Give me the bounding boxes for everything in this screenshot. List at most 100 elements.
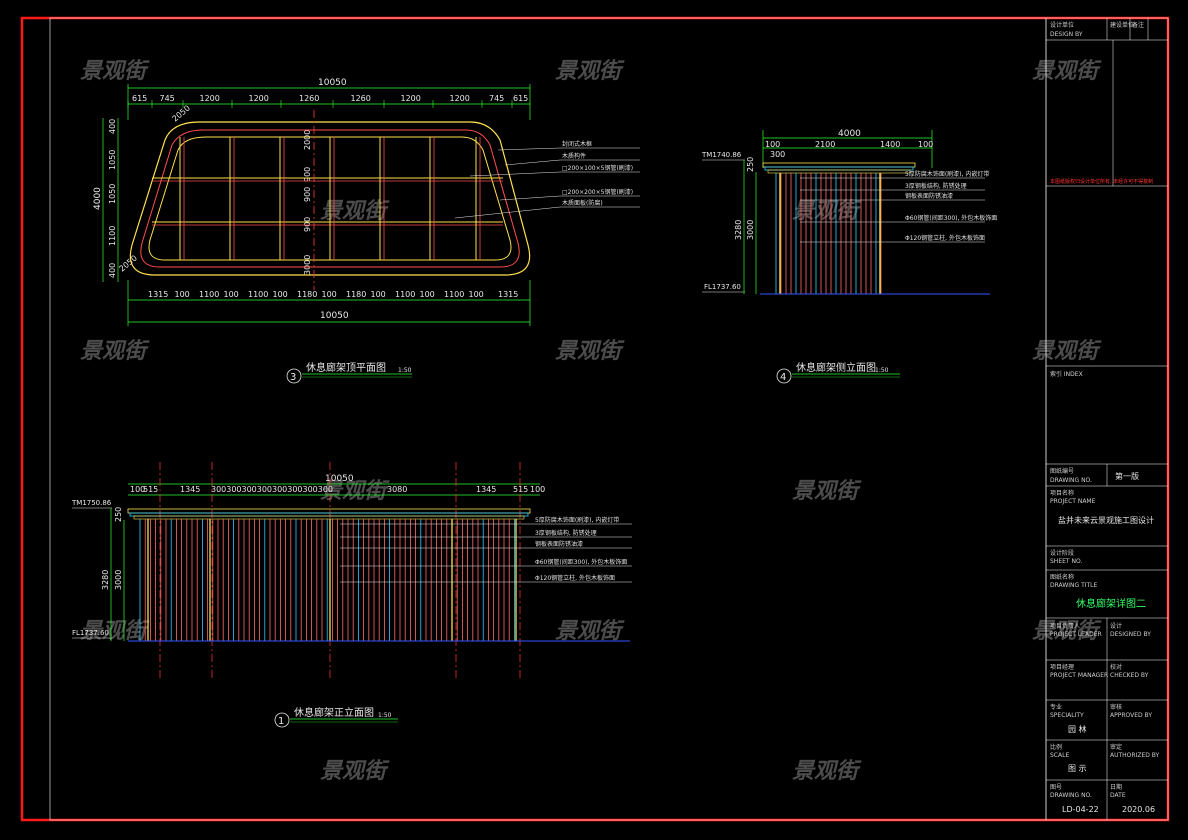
side-sub-dim: 2100 — [815, 140, 835, 149]
side-view-number: 4 — [780, 372, 786, 383]
tb-approve-label: 审定 — [1110, 743, 1122, 751]
front-sub-dim: 515 — [143, 485, 158, 494]
front-elevation-view: 10050 100 515 1345 300300300300300300300… — [71, 462, 632, 728]
plan-view-title: 休息廊架顶平面图 — [306, 361, 386, 374]
plan-bottom-dim: 1100 — [444, 290, 464, 299]
plan-center-dim: 900 — [303, 217, 312, 232]
plan-center-dim: 3000 — [303, 255, 312, 275]
plan-overall-dim-top: 10050 — [318, 78, 347, 88]
tb-note: 备注 — [1132, 21, 1144, 29]
tb-index-label: 索引 INDEX — [1050, 370, 1083, 378]
plan-top-dim: 615 — [132, 94, 147, 103]
plan-center-dim: 2000 — [303, 130, 312, 150]
plan-top-dim: 745 — [489, 94, 504, 103]
front-view-title: 休息廊架正立面图 — [294, 706, 374, 719]
tb-sheet-en: SHEET NO. — [1050, 558, 1082, 565]
side-height-dim: 3000 — [746, 220, 755, 240]
front-view-number: 1 — [278, 716, 284, 727]
front-overall-dim: 10050 — [325, 474, 354, 484]
plan-bottom-dim: 100 — [175, 290, 190, 299]
front-callout: Φ60钢管(间距300), 外包木板饰面 — [535, 558, 627, 566]
watermark: 景观街 — [80, 59, 150, 84]
plan-bottom-dim: 1100 — [395, 290, 415, 299]
tb-drawing-no-label: 图纸编号 — [1050, 467, 1074, 475]
tb-sheet-label: 设计阶段 — [1050, 549, 1074, 557]
plan-bottom-dim: 1180 — [297, 290, 317, 299]
watermark: 景观街 — [320, 759, 390, 784]
tb-date-value: 2020.06 — [1122, 805, 1155, 814]
tb-pm-label: 项目经理 — [1050, 663, 1074, 671]
tb-design-label: 设计 — [1110, 622, 1122, 630]
tb-check-label: 校对 — [1110, 663, 1122, 671]
tb-client: 建设单位 — [1110, 21, 1134, 29]
side-overall-dim: 4000 — [838, 129, 861, 139]
watermark: 景观街 — [1032, 619, 1102, 644]
plan-center-dim: 900 — [303, 187, 312, 202]
side-sub-dim: 100 — [765, 140, 780, 149]
plan-callout: 木质构件 — [562, 152, 586, 160]
tb-drawing-title-en: DRAWING TITLE — [1050, 582, 1098, 589]
tb-drawing-no-en: DRAWING NO. — [1050, 477, 1092, 484]
plan-bottom-dim: 100 — [420, 290, 435, 299]
side-view-title: 休息廊架侧立面图 — [796, 361, 876, 374]
front-sub-dim: 1345 — [180, 485, 200, 494]
tb-scale-value: 图 示 — [1068, 764, 1087, 773]
title-block: 设计单位 DESIGN BY 建设单位 备注 本图纸版权归设计单位所有, 未经许… — [1045, 18, 1168, 820]
tb-chief-label: 专业 — [1050, 703, 1062, 711]
tb-project-label: 项目名称 — [1050, 489, 1074, 497]
watermark: 景观街 — [80, 619, 150, 644]
plan-top-dim: 1260 — [351, 94, 371, 103]
plan-callout: 木质面板(防腐) — [562, 199, 603, 207]
watermark: 景观街 — [792, 199, 862, 224]
tb-no-label: 图号 — [1050, 784, 1062, 791]
plan-left-dim: 400 — [108, 263, 117, 278]
front-height-dim: 3000 — [114, 570, 123, 590]
side-height-dim: 3280 — [734, 220, 743, 240]
watermark: 景观街 — [320, 479, 390, 504]
plan-bottom-dim: 100 — [371, 290, 386, 299]
plan-left-dim: 1050 — [108, 184, 117, 204]
tb-drawing-title-label: 图纸名称 — [1050, 573, 1074, 581]
tb-chief-en: SPECIALITY — [1050, 712, 1084, 719]
watermark: 景观街 — [555, 619, 625, 644]
watermark: 景观街 — [1032, 339, 1102, 364]
front-callout: 3厚钢板结构, 防锈处理 — [535, 529, 597, 537]
plan-bottom-dim: 1315 — [498, 290, 518, 299]
plan-bottom-dim: 1180 — [346, 290, 366, 299]
tb-review-en: APPROVED BY — [1110, 712, 1152, 719]
plan-callout: 封闭式木框 — [562, 140, 592, 148]
plan-left-dim: 1100 — [108, 226, 117, 246]
front-bottom-level: FL1737.60 — [72, 629, 109, 637]
sheet-inner-frame — [49, 17, 1169, 821]
watermark: 景观街 — [1032, 59, 1102, 84]
watermark: 景观街 — [792, 759, 862, 784]
tb-date-en: DATE — [1110, 792, 1126, 799]
front-sub-dim: 300300300300300300300300 — [211, 485, 333, 494]
side-top-level: TM1740.86 — [701, 151, 742, 159]
tb-review-label: 审核 — [1110, 703, 1122, 711]
front-top-level: TM1750.86 — [71, 499, 112, 507]
side-elevation-view: 4000 100 2100 1400 100 300 TM1740.86 FL1… — [701, 129, 997, 384]
tb-scale-en: SCALE — [1050, 752, 1069, 759]
watermark: 景观街 — [555, 59, 625, 84]
watermark: 景观街 — [320, 199, 390, 224]
tb-date-label: 日期 — [1110, 783, 1122, 791]
plan-bottom-dim: 100 — [469, 290, 484, 299]
plan-scale: 1:50 — [398, 367, 412, 374]
side-callout: 5厚防腐木饰面(刷漆), 内嵌灯带 — [905, 170, 989, 178]
front-sub-dim: 515 — [513, 485, 528, 494]
front-sub-dim: 3080 — [387, 485, 407, 494]
side-callout: Φ60钢管(间距300), 外包木板饰面 — [905, 214, 997, 222]
plan-overall-dim-bottom: 10050 — [320, 311, 349, 321]
tb-approve-en: AUTHORIZED BY — [1110, 752, 1160, 759]
tb-design-unit-en: DESIGN BY — [1050, 31, 1083, 38]
plan-center-dim: 900 — [303, 167, 312, 182]
side-sub-dim2: 300 — [770, 150, 785, 159]
front-height-dim: 250 — [114, 507, 123, 522]
front-sub-dim: 100 — [530, 485, 545, 494]
plan-bottom-dim: 1100 — [248, 290, 268, 299]
front-callout: 钢板表面防锈油漆 — [535, 540, 583, 548]
plan-top-dim: 1200 — [200, 94, 220, 103]
